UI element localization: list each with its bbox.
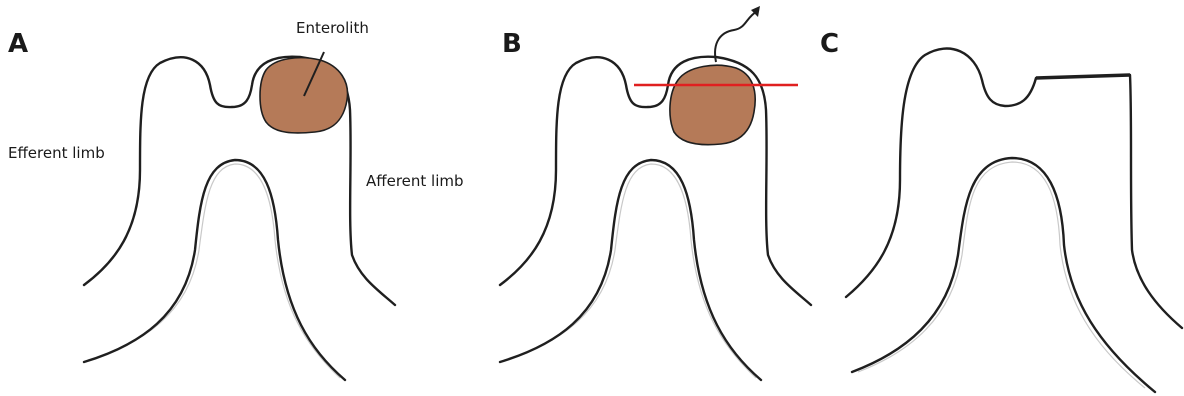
panel-b-letter: B xyxy=(502,29,522,59)
panel-a: A Enterolith Efferent limb Afferent limb xyxy=(8,19,464,380)
stapled-closure-line xyxy=(1036,75,1130,78)
efferent-limb-label: Efferent limb xyxy=(8,144,105,162)
intestine-outer-wall xyxy=(84,57,395,305)
afferent-limb-label: Afferent limb xyxy=(366,172,464,190)
panel-c: C xyxy=(820,29,1182,392)
intestine-outer-wall xyxy=(500,57,811,305)
removal-arrow-line xyxy=(715,12,756,62)
enterolith xyxy=(670,65,755,144)
panel-a-letter: A xyxy=(8,29,28,59)
intestine-inner-wall xyxy=(500,160,761,380)
panel-c-letter: C xyxy=(820,29,839,59)
enterolith-label: Enterolith xyxy=(296,19,369,37)
intestine-outer-wall xyxy=(846,48,1182,328)
intestine-inner-shadow xyxy=(858,162,1145,388)
intestine-inner-wall xyxy=(84,160,345,380)
panel-b: B xyxy=(500,6,811,380)
intestine-inner-wall xyxy=(852,158,1155,392)
